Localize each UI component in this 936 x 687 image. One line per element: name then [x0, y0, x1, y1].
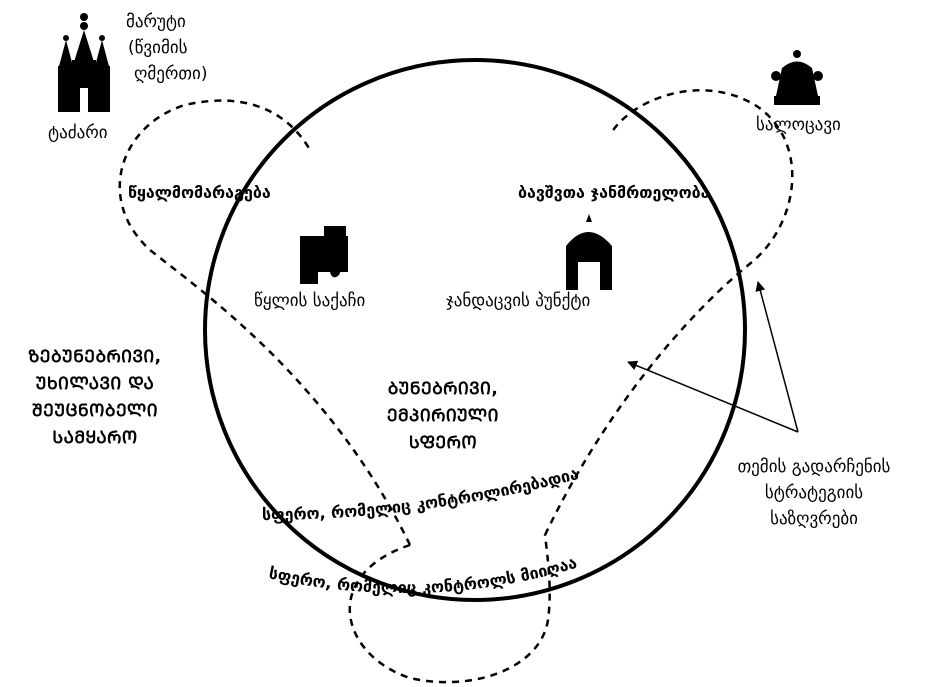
temple-icon — [58, 13, 110, 112]
wild-world-line2: ᲣᲮᲘᲚᲐᲕᲘ ᲓᲐ — [36, 374, 154, 394]
empirical-sphere-line3: ᲡᲤᲔᲠᲝ — [409, 433, 477, 453]
water-tap-label: წყლის საქაჩი — [254, 291, 365, 311]
left-boundary-loop — [118, 99, 412, 546]
controlled-by-sphere-label: სფერო, რომელიც კონტროლს მიიღაა — [267, 553, 579, 597]
maruti-label-line2: (წვიმის — [128, 38, 188, 58]
strategy-boundary-line2: სტრატეგიის — [765, 483, 863, 503]
health-post-icon — [566, 214, 612, 290]
arrow-to-inner-loop — [627, 360, 799, 433]
strategy-boundary-line1: თემის გადარჩენის — [738, 457, 891, 477]
wild-world-line3: ᲨᲔᲣᲪᲜᲝᲑᲔᲚᲘ — [32, 401, 158, 421]
maruti-label-line1: მარუტი — [126, 12, 186, 32]
strategy-boundary-line3: საზღვრები — [770, 509, 858, 529]
right-boundary-loop — [543, 89, 794, 536]
water-supply-label: წყალმომარაგება — [128, 183, 271, 202]
prayer-house-label: სალოცავი — [756, 115, 841, 135]
bottom-boundary-loop — [348, 534, 551, 684]
empirical-sphere-line1: ᲑᲣᲜᲔᲑᲠᲘᲕᲘ, — [388, 379, 499, 399]
empirical-sphere-line2: ᲔᲛᲞᲘᲠᲘᲣᲚᲘ — [387, 406, 499, 426]
child-health-label: ბავშვთა ჯანმრთელობა — [518, 183, 710, 202]
crown-icon — [771, 50, 823, 105]
wild-world-line4: ᲡᲐᲛᲧᲐᲠᲝ — [52, 428, 137, 448]
health-post-label: ჯანდაცვის პუნქტი — [446, 291, 590, 311]
controls-sphere-label: სფერო, რომელიც კონტროლირებადია — [262, 464, 581, 524]
empirical-sphere-circle — [203, 58, 747, 602]
wild-world-line1: ᲖᲔᲑᲣᲜᲔᲑᲠᲘᲕᲘ, — [28, 347, 161, 367]
temple-label: ტაძარი — [48, 123, 108, 143]
maruti-label-line3: ღმერთი) — [134, 64, 207, 84]
arrow-to-right-loop — [755, 281, 799, 433]
water-tap-icon — [300, 226, 348, 284]
